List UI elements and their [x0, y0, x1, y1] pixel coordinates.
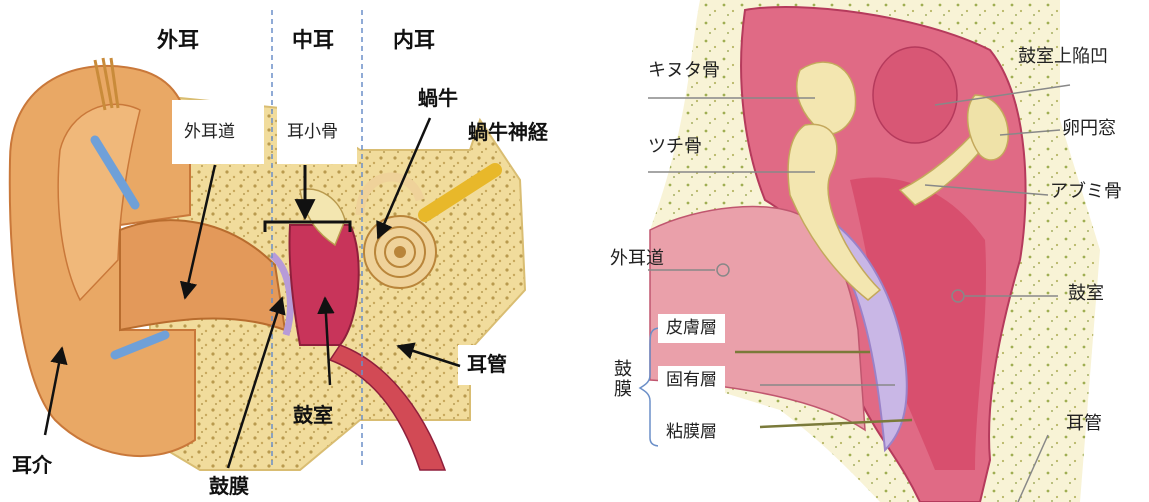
label-epitympanic-recess: 鼓室上陥凹 — [1018, 48, 1108, 66]
label-malleus: キヌタ骨 — [648, 62, 720, 80]
label-stapes: アブミ骨 — [1050, 183, 1122, 201]
label-eardrum-right: 鼓膜 — [614, 360, 634, 400]
label-tympanic-left: 鼓室 — [293, 405, 333, 425]
label-ear-canal-right: 外耳道 — [610, 250, 664, 268]
region-label-middle-ear: 中耳 — [292, 30, 334, 51]
region-label-inner-ear: 内耳 — [393, 30, 435, 51]
epitympanic-dome — [873, 47, 957, 143]
label-cochlear-nerve: 蝸牛神経 — [468, 122, 548, 142]
label-eardrum-left: 鼓膜 — [209, 476, 249, 496]
label-cochlea: 蝸牛 — [418, 88, 458, 108]
label-oval-window: 卵円窓 — [1062, 120, 1116, 138]
label-eustachian-left: 耳管 — [467, 354, 507, 374]
region-label-outer-ear: 外耳 — [157, 30, 199, 51]
left-diagram — [10, 10, 525, 470]
label-proper-layer: 固有層 — [658, 366, 725, 395]
label-auricle: 耳介 — [12, 455, 52, 475]
label-ossicles: 耳小骨 — [287, 124, 338, 141]
cochlea-shape — [364, 216, 436, 288]
label-incus: ツチ骨 — [648, 138, 702, 156]
tympanic-cavity-shape — [289, 225, 358, 345]
label-tympanic-right: 鼓室 — [1068, 285, 1104, 303]
label-ear-canal-left: 外耳道 — [184, 124, 235, 141]
label-skin-layer: 皮膚層 — [658, 314, 725, 343]
label-eustachian-right: 耳管 — [1066, 415, 1102, 433]
label-mucosa-layer: 粘膜層 — [658, 418, 725, 447]
